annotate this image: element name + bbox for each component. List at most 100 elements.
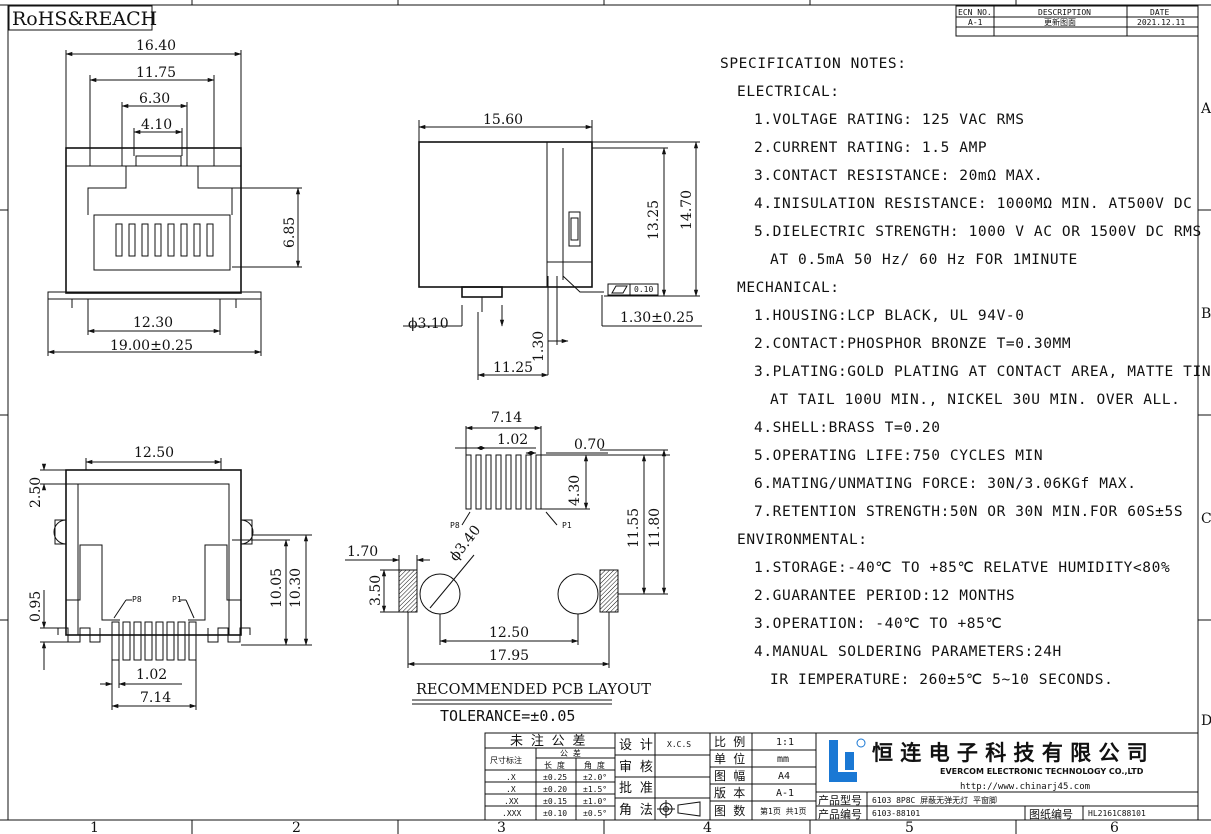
- pages-label: 图 数: [714, 803, 745, 818]
- tol-col: 角 度: [584, 760, 605, 770]
- col-number: 2: [292, 820, 301, 834]
- spec-section: ENVIRONMENTAL:: [737, 532, 868, 548]
- review-label: 审 核: [619, 760, 653, 775]
- dim-label: 3.50: [368, 575, 384, 606]
- scale-label: 比 例: [714, 735, 745, 749]
- dim-label: 6.30: [139, 91, 170, 107]
- size-label: 图 幅: [714, 768, 745, 783]
- ecn-header: DESCRIPTION: [1038, 8, 1091, 17]
- spec-line: IR IEMPERATURE: 260±5℃ 5~10 SECONDS.: [770, 672, 1113, 688]
- version-label: 版 本: [714, 786, 745, 800]
- tol-label: 尺寸标注: [490, 755, 522, 765]
- model-value: 6103 8P8C 屏蔽无弹无灯 平窗脚: [872, 795, 997, 805]
- design-label: 设 计: [619, 738, 653, 753]
- size-value: A4: [778, 771, 790, 782]
- tol-cell: .XX: [504, 797, 519, 806]
- dim-label: 12.30: [133, 315, 173, 331]
- dim-label: 13.25: [646, 200, 662, 240]
- dim-label: 16.40: [136, 38, 176, 54]
- pcb-tolerance: TOLERANCE=±0.05: [440, 707, 575, 725]
- pin-label: P8: [132, 595, 142, 604]
- tol-sub: 公 差: [560, 748, 581, 758]
- pcb-caption-title: RECOMMENDED PCB LAYOUT: [416, 682, 651, 698]
- row-letter: A: [1200, 101, 1211, 117]
- projection-symbol-icon: [657, 800, 701, 818]
- dim-label: 6.85: [282, 217, 298, 248]
- dim-label: 1.70: [347, 544, 378, 560]
- tol-cell: .X: [506, 773, 516, 782]
- spec-line: 1.VOLTAGE RATING: 125 VAC RMS: [754, 112, 1025, 128]
- code-value: 6103-88101: [872, 809, 920, 818]
- spec-line: 3.CONTACT RESISTANCE: 20mΩ MAX.: [754, 168, 1043, 184]
- dim-label: 1.02: [497, 432, 528, 448]
- pages-value: 第1页 共1页: [760, 806, 806, 816]
- dim-label: 0.95: [28, 591, 44, 622]
- drawing-number-label: 图纸编号: [1029, 807, 1073, 821]
- dim-label: 4.10: [141, 117, 172, 133]
- model-label: 产品型号: [818, 793, 862, 807]
- rohs-box: [8, 5, 153, 31]
- col-number: 6: [1110, 820, 1119, 834]
- dim-label: 1.30±0.25: [620, 310, 694, 326]
- zone-labels: 1 2 3 4 5 6 A B C D: [90, 101, 1211, 834]
- ecn-cell: A-1: [968, 18, 983, 27]
- tol-cell: ±0.10: [543, 809, 567, 818]
- code-label: 产品编号: [818, 807, 862, 821]
- ecn-header: ECN NO.: [958, 8, 992, 17]
- ecn-cell: 更新图面: [1044, 17, 1076, 27]
- front-view: [40, 458, 312, 710]
- ecn-table: ECN NO. DESCRIPTION DATE A-1 更新图面 2021.1…: [955, 5, 1199, 37]
- tol-cell: ±0.5°: [583, 809, 607, 818]
- spec-line: 4.SHELL:BRASS T=0.20: [754, 420, 941, 436]
- spec-line: 5.DIELECTRIC STRENGTH: 1000 V AC OR 1500…: [754, 224, 1202, 240]
- spec-heading: SPECIFICATION NOTES:: [720, 56, 907, 72]
- spec-notes: SPECIFICATION NOTES: ELECTRICAL: 1.VOLTA…: [720, 56, 1211, 688]
- flatness-value: 0.10: [634, 285, 653, 294]
- company-name-cn: 恒 连 电 子 科 技 有 限 公 司: [872, 741, 1148, 765]
- approve-label: 批 准: [619, 781, 653, 796]
- dim-label: 10.30: [288, 568, 304, 608]
- spec-line: AT 0.5mA 50 Hz/ 60 Hz FOR 1MINUTE: [770, 252, 1078, 268]
- scale-value: 1:1: [776, 737, 794, 748]
- tol-cell: ±1.5°: [583, 785, 607, 794]
- side-view: [403, 120, 702, 380]
- top-view: [47, 50, 302, 356]
- spec-line: AT TAIL 100U MIN., NICKEL 30U MIN. OVER …: [770, 392, 1181, 408]
- unit-label: 单 位: [714, 751, 745, 766]
- spec-line: 3.PLATING:GOLD PLATING AT CONTACT AREA, …: [754, 364, 1211, 380]
- company-logo-icon: [829, 738, 866, 782]
- title-block: 未 注 公 差 尺寸标注 公 差 长 度 角 度 .X ±0.25 ±2.0° …: [484, 732, 1199, 821]
- spec-line: 2.CURRENT RATING: 1.5 AMP: [754, 140, 987, 156]
- col-number: 5: [905, 820, 914, 834]
- tol-cell: ±0.25: [543, 773, 567, 782]
- spec-line: 6.MATING/UNMATING FORCE: 30N/3.06KGf MAX…: [754, 476, 1137, 492]
- dim-label: ϕ3.10: [408, 316, 449, 332]
- pcb-layout: [345, 425, 670, 705]
- tol-col: 长 度: [544, 760, 565, 770]
- drawing-number-value: HL2161C88101: [1088, 809, 1146, 818]
- design-value: X.C.S: [667, 740, 691, 749]
- spec-section: ELECTRICAL:: [737, 84, 840, 100]
- tol-cell: ±2.0°: [583, 773, 607, 782]
- spec-line: 3.OPERATION: -40℃ TO +85℃: [754, 616, 1002, 632]
- rohs-label: RoHS&REACH: [12, 8, 157, 30]
- dim-label: 2.50: [28, 477, 44, 508]
- col-number: 1: [90, 820, 99, 834]
- ecn-cell: 2021.12.11: [1137, 18, 1185, 27]
- spec-line: 4.INISULATION RESISTANCE: 1000MΩ MIN. AT…: [754, 196, 1193, 212]
- tol-cell: .XXX: [502, 809, 521, 818]
- spec-line: 4.MANUAL SOLDERING PARAMETERS:24H: [754, 644, 1062, 660]
- dim-label: 12.50: [489, 625, 529, 641]
- dim-label: 19.00±0.25: [110, 338, 193, 354]
- dim-label: 11.80: [647, 508, 663, 548]
- dim-label: 1.02: [136, 667, 167, 683]
- spec-section: MECHANICAL:: [737, 280, 840, 296]
- dim-label: 10.05: [269, 568, 285, 608]
- version-value: A-1: [776, 788, 794, 799]
- dim-label: 11.75: [136, 65, 176, 81]
- row-letter: B: [1201, 306, 1211, 322]
- company-url: http://www.chinarj45.com: [960, 782, 1090, 792]
- spec-line: 2.CONTACT:PHOSPHOR BRONZE T=0.30MM: [754, 336, 1071, 352]
- spec-line: 5.OPERATING LIFE:750 CYCLES MIN: [754, 448, 1043, 464]
- tol-cell: ±1.0°: [583, 797, 607, 806]
